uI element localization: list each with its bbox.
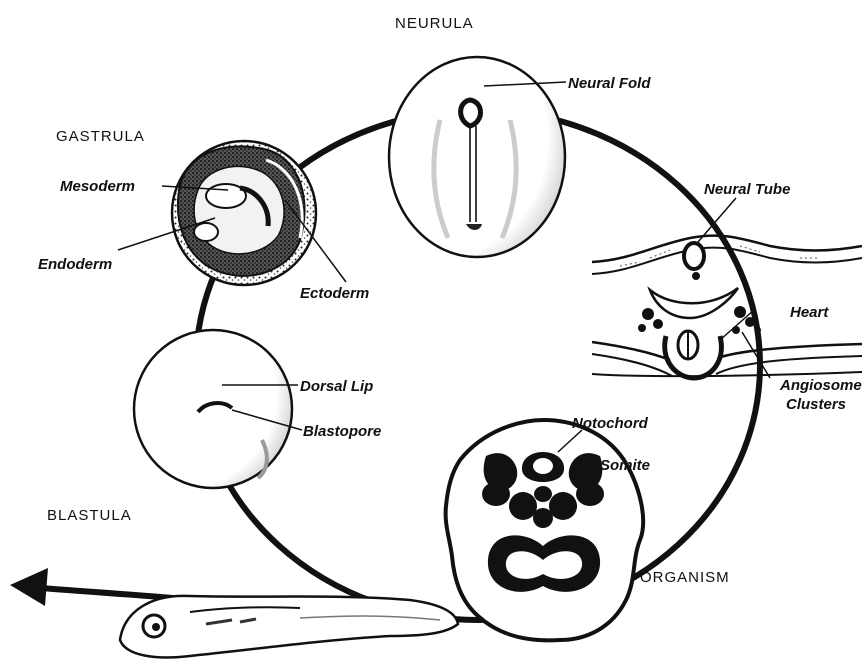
label-blastopore: Blastopore <box>303 423 381 440</box>
label-mesoderm: Mesoderm <box>60 178 135 195</box>
blastula-embryo <box>134 330 292 488</box>
organism-cross-section <box>446 420 644 640</box>
label-heart: Heart <box>790 304 829 321</box>
label-neural-fold: Neural Fold <box>568 75 651 92</box>
stage-label-gastrula: GASTRULA <box>56 128 145 145</box>
label-ectoderm: Ectoderm <box>300 285 369 302</box>
stage-label-blastula: BLASTULA <box>47 507 132 524</box>
label-dorsal-lip: Dorsal Lip <box>300 378 373 395</box>
label-somite: Somite <box>600 457 650 474</box>
label-endoderm: Endoderm <box>38 256 112 273</box>
label-neural-tube: Neural Tube <box>704 181 790 198</box>
tadpole-larva <box>120 596 458 658</box>
stage-label-neurula: NEURULA <box>395 15 474 32</box>
neurula-embryo <box>389 57 565 257</box>
label-notochord: Notochord <box>572 415 649 432</box>
label-angiosome-line1: Angiosome <box>779 377 862 394</box>
stage-label-organism: ORGANISM <box>640 569 730 586</box>
label-angiosome-line2: Clusters <box>786 396 846 413</box>
